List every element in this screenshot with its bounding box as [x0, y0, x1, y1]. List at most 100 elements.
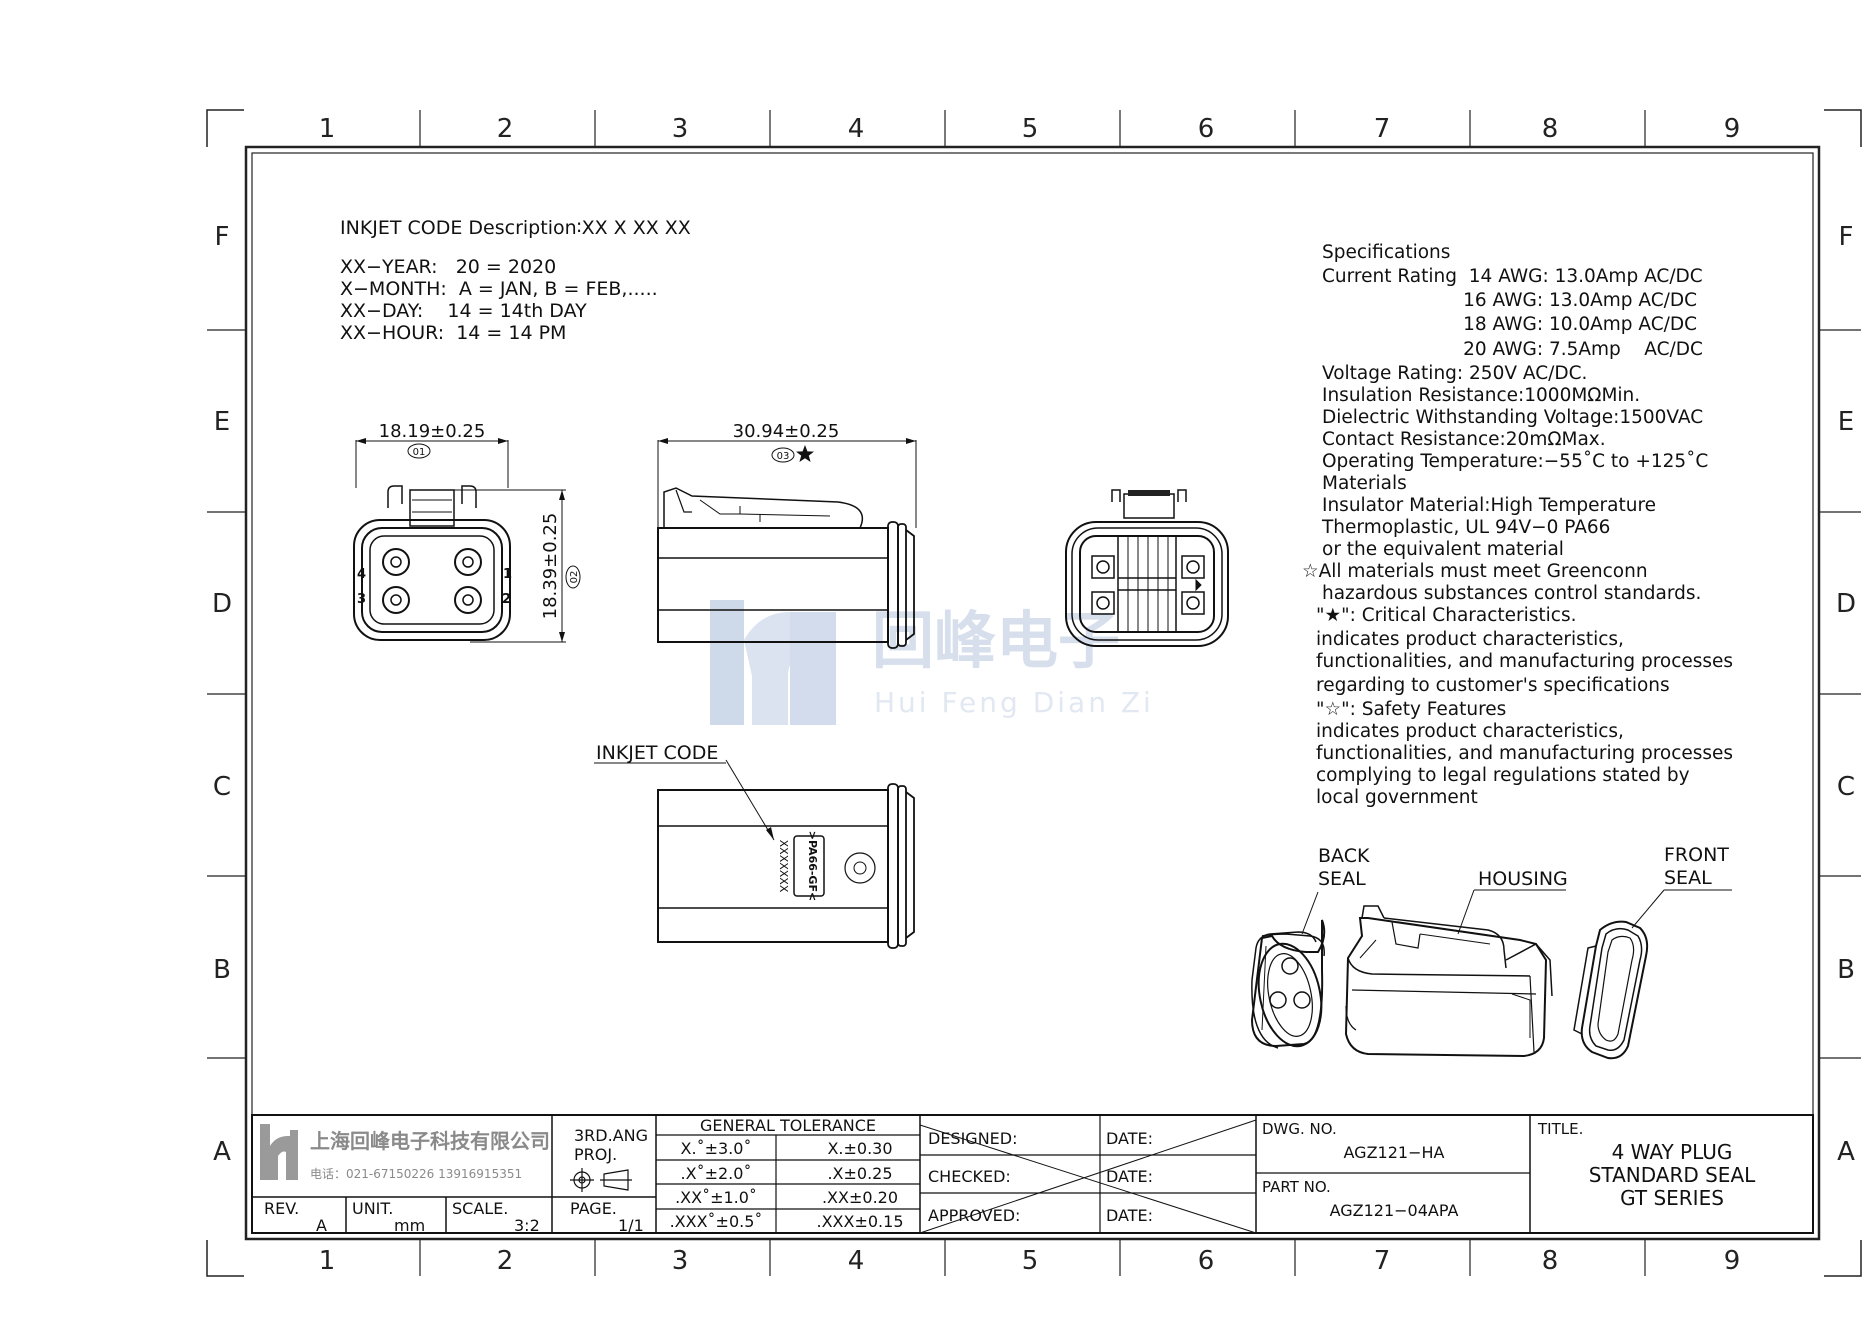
- zone-col: 3: [672, 114, 689, 144]
- zone-col: 2: [497, 114, 514, 144]
- exploded-view: [1250, 905, 1649, 1060]
- dim-width: 18.19±0.25: [379, 421, 486, 442]
- spec-line: 16 AWG: 13.0Amp AC/DC: [1322, 290, 1697, 311]
- inkjet-code-callout: INKJET CODE: [596, 742, 718, 764]
- zone-row: E: [214, 407, 230, 437]
- projection-label: 3RD.ANG: [574, 1126, 648, 1145]
- spec-line: Materials: [1322, 473, 1407, 494]
- company-phone: 电话：021-67150226 13916915351: [310, 1167, 522, 1181]
- zone-col: 4: [848, 114, 865, 144]
- spec-line: indicates product characteristics,: [1316, 721, 1624, 742]
- zone-row: F: [215, 222, 230, 252]
- checked-label: CHECKED:: [928, 1167, 1011, 1186]
- pin-label: 2: [502, 592, 511, 607]
- title-block: [251, 1114, 1814, 1234]
- tolerance-cell: .XXX˚±0.5˚: [670, 1212, 763, 1231]
- specifications: Specifications Current Rating 14 AWG: 13…: [1302, 242, 1733, 808]
- dim-ref-01: 01: [413, 447, 426, 458]
- tolerance-cell: X.±0.30: [827, 1139, 892, 1158]
- dim-ref-02: 02: [569, 571, 580, 584]
- zone-col: 5: [1022, 1246, 1039, 1276]
- drawing-title: STANDARD SEAL: [1589, 1163, 1756, 1187]
- drawing-title: GT SERIES: [1620, 1186, 1724, 1210]
- zone-col: 9: [1724, 1246, 1741, 1276]
- zone-col: 6: [1198, 1246, 1215, 1276]
- spec-line: indicates product characteristics,: [1316, 629, 1624, 650]
- unit-label: UNIT.: [352, 1199, 393, 1218]
- tolerance-cell: .X±0.25: [827, 1164, 892, 1183]
- tolerance-cell: .XX˚±1.0˚: [675, 1188, 757, 1207]
- rear-view: [1065, 489, 1229, 647]
- spec-line: "☆": Safety Features: [1316, 699, 1506, 720]
- zone-col: 2: [497, 1246, 514, 1276]
- spec-line: functionalities, and manufacturing proce…: [1316, 651, 1733, 672]
- watermark: 回峰电子 Hui Feng Dian Zi: [710, 600, 1151, 725]
- pin-marker-icon: 1: [503, 567, 512, 582]
- zone-labels-right: F E D C B A: [1836, 222, 1856, 1167]
- page-value: 1/1: [618, 1216, 644, 1235]
- company-name: 上海回峰电子科技有限公司: [310, 1129, 550, 1153]
- pin-label: 4: [357, 567, 366, 582]
- dwg-no-label: DWG. NO.: [1262, 1120, 1337, 1138]
- zone-row: D: [1836, 589, 1856, 619]
- rev-label: REV.: [264, 1199, 299, 1218]
- title-label: TITLE.: [1537, 1120, 1583, 1138]
- spec-line: Dielectric Withstanding Voltage:1500VAC: [1322, 407, 1703, 428]
- date-label: DATE:: [1106, 1206, 1153, 1225]
- zone-row: B: [213, 955, 231, 985]
- housing-label: HOUSING: [1478, 868, 1568, 890]
- spec-line: functionalities, and manufacturing proce…: [1316, 743, 1733, 764]
- zone-col: 8: [1542, 114, 1559, 144]
- zone-row: C: [213, 772, 231, 802]
- zone-col: 5: [1022, 114, 1039, 144]
- spec-line: Operating Temperature:−55˚C to +125˚C: [1322, 451, 1708, 472]
- pin-labels: 1 2 3 4: [357, 567, 512, 607]
- dim-ref-bubble: [565, 565, 581, 589]
- zone-col: 8: [1542, 1246, 1559, 1276]
- spec-line: Contact Resistance:20mΩMax.: [1322, 429, 1606, 450]
- zone-row: F: [1839, 222, 1854, 252]
- zone-col: 7: [1374, 1246, 1391, 1276]
- zone-col: 3: [672, 1246, 689, 1276]
- page-label: PAGE.: [570, 1199, 617, 1218]
- scale-value: 3:2: [514, 1216, 540, 1235]
- inkjet-line: XX−DAY: 14 = 14th DAY: [340, 300, 587, 322]
- spec-line: Voltage Rating: 250V AC/DC.: [1322, 363, 1587, 384]
- part-no-value: AGZ121−04APA: [1330, 1201, 1459, 1220]
- rev-value: A: [316, 1216, 327, 1235]
- designed-label: DESIGNED:: [928, 1129, 1018, 1148]
- spec-line: Specifications: [1322, 242, 1450, 263]
- projection-symbol-icon: [570, 1168, 632, 1192]
- back-seal-label: BACK: [1318, 845, 1370, 867]
- inkjet-line: XX−YEAR: 20 = 2020: [340, 256, 556, 278]
- tolerance-cell: .X˚±2.0˚: [681, 1164, 752, 1183]
- zone-col: 1: [319, 114, 336, 144]
- inkjet-heading: INKJET CODE Description∶XX X XX XX: [340, 217, 691, 239]
- inkjet-line: X−MONTH: A = JAN, B = FEB,.....: [340, 278, 658, 300]
- spec-line: 18 AWG: 10.0Amp AC/DC: [1322, 314, 1697, 335]
- spec-line: 20 AWG: 7.5Amp AC/DC: [1322, 339, 1703, 360]
- zone-col: 6: [1198, 114, 1215, 144]
- zone-labels-top: 1 2 3 4 5 6 7 8 9: [319, 114, 1741, 144]
- spec-line: Insulation Resistance:1000MΩMin.: [1322, 385, 1640, 406]
- zone-col: 1: [319, 1246, 336, 1276]
- zone-col: 9: [1724, 114, 1741, 144]
- dwg-no-value: AGZ121−HA: [1344, 1143, 1445, 1162]
- spec-line: Thermoplastic, UL 94V−0 PA66: [1321, 517, 1610, 538]
- spec-line: Insulator Material:High Temperature: [1322, 495, 1656, 516]
- zone-labels-left: F E D C B A: [212, 222, 232, 1167]
- zone-row: C: [1837, 772, 1855, 802]
- zone-row: D: [212, 589, 232, 619]
- tolerance-title: GENERAL TOLERANCE: [700, 1116, 876, 1135]
- tolerance-table: X.˚±3.0˚ X.±0.30 .X˚±2.0˚ .X±0.25 .XX˚±1…: [670, 1139, 904, 1231]
- zone-col: 7: [1374, 114, 1391, 144]
- part-no-label: PART NO.: [1262, 1178, 1331, 1196]
- spec-line: or the equivalent material: [1322, 539, 1564, 560]
- scale-label: SCALE.: [452, 1199, 508, 1218]
- spec-line: complying to legal regulations stated by: [1316, 765, 1690, 786]
- drawing-title: 4 WAY PLUG: [1612, 1140, 1733, 1164]
- zone-row: A: [1837, 1137, 1855, 1167]
- inkjet-description: INKJET CODE Description∶XX X XX XX XX−YE…: [340, 217, 691, 344]
- back-seal-label: SEAL: [1318, 868, 1366, 890]
